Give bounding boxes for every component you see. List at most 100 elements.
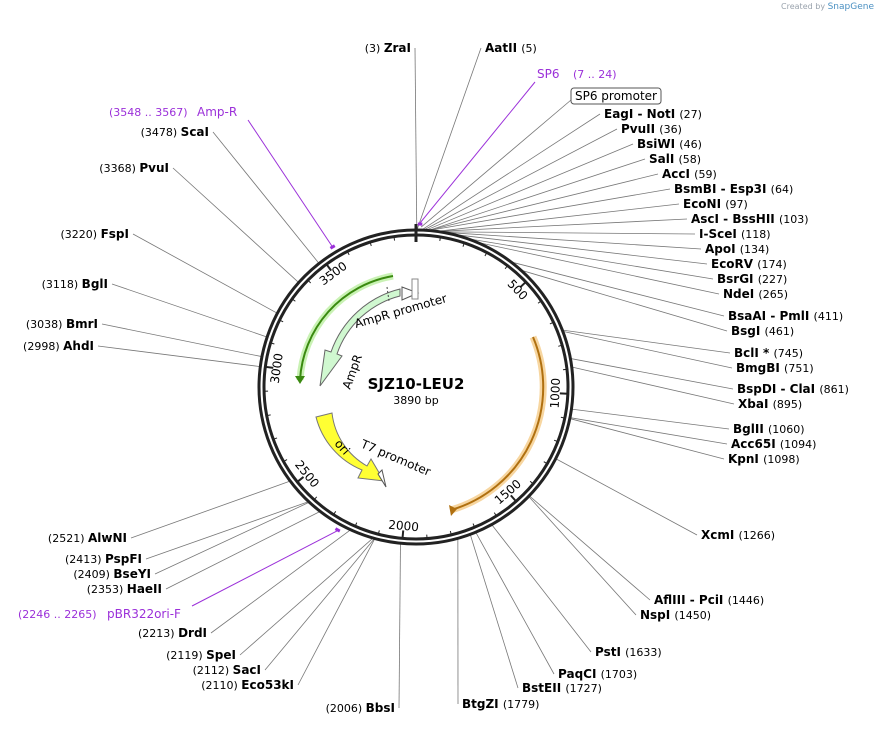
enzyme-label: NspI (1450) xyxy=(640,608,711,622)
leader-line xyxy=(440,203,680,232)
enzyme-pos: (3478) xyxy=(141,126,181,139)
enzyme-name: PspFI xyxy=(105,552,142,566)
leader-line xyxy=(210,530,350,634)
snapgene-credit: Created by SnapGene xyxy=(781,2,874,12)
enzyme-pos: (1094) xyxy=(780,438,817,451)
enzyme-label: EagI - NotI (27) xyxy=(604,107,702,121)
tick-mark xyxy=(307,279,312,284)
leader-line xyxy=(416,47,482,230)
tick-mark xyxy=(346,251,350,256)
enzyme-label: (2213) DrdI xyxy=(138,626,207,640)
enzyme-name: DrdI xyxy=(178,626,207,640)
enzyme-name: BbsI xyxy=(366,701,395,715)
enzyme-label: (2119) SpeI xyxy=(166,648,236,662)
enzyme-label: AatII (5) xyxy=(485,41,537,55)
enzyme-label: BsmBI - Esp3I (64) xyxy=(674,182,793,196)
tick-mark xyxy=(560,416,565,419)
enzyme-pos: (3220) xyxy=(61,228,101,241)
enzymes-left: (3) ZraI(3478) ScaI(3368) PvuI(3220) Fsp… xyxy=(23,41,411,715)
enzyme-pos: (227) xyxy=(758,273,788,286)
enzyme-label: (3118) BglI xyxy=(42,277,108,291)
enzyme-pos: (1779) xyxy=(503,698,540,711)
leader-line xyxy=(172,167,299,283)
primer-ampr-name: Amp-R xyxy=(197,105,237,119)
enzyme-pos: (461) xyxy=(765,325,795,338)
enzyme-label: (3368) PvuI xyxy=(99,161,169,175)
tick-mark xyxy=(279,319,284,323)
leader-line xyxy=(572,408,730,430)
enzyme-name: BspDI - ClaI xyxy=(737,382,819,396)
ori-feature xyxy=(315,412,385,482)
enzyme-name: EcoRV xyxy=(711,257,757,271)
enzyme-name: PvuI xyxy=(139,161,169,175)
enzyme-pos: (59) xyxy=(694,168,717,181)
leader-line xyxy=(556,458,698,536)
enzyme-name: SpeI xyxy=(206,648,236,662)
enzyme-label: EcoRV (174) xyxy=(711,257,787,271)
enzyme-pos: (1633) xyxy=(625,646,662,659)
enzyme-name: BclI * xyxy=(734,346,773,360)
enzyme-label: PvuII (36) xyxy=(621,122,682,136)
enzyme-label: (2409) BseYI xyxy=(73,567,151,581)
enzyme-label: XbaI (895) xyxy=(738,397,802,411)
enzyme-name: AscI - BssHII xyxy=(691,212,779,226)
enzyme-pos: (3) xyxy=(365,42,384,55)
leader-line xyxy=(111,283,267,338)
tick-mark xyxy=(529,480,534,485)
tick-mark xyxy=(549,321,554,325)
enzyme-name: AccI xyxy=(662,167,694,181)
enzyme-pos: (2353) xyxy=(87,583,127,596)
enzyme-name: BmrI xyxy=(66,317,98,331)
leader-lines xyxy=(97,47,735,709)
enzyme-pos: (1446) xyxy=(728,594,765,607)
tick-mark xyxy=(266,414,271,417)
sp6-promoter-box xyxy=(570,87,662,105)
leader-line xyxy=(212,131,319,263)
enzyme-label: ApoI (134) xyxy=(705,242,769,256)
tick-mark xyxy=(296,476,305,483)
leader-line xyxy=(472,239,714,280)
tick-mark xyxy=(558,344,563,347)
tick-mark xyxy=(313,496,318,501)
enzyme-label: Acc65I (1094) xyxy=(731,437,816,451)
enzyme-name: BseYI xyxy=(113,567,151,581)
enzyme-pos: (46) xyxy=(679,138,702,151)
primer-pbr-name: pBR322ori-F xyxy=(107,607,181,621)
tick-mark xyxy=(543,461,548,465)
tick-mark xyxy=(472,523,476,528)
enzyme-pos: (411) xyxy=(814,310,844,323)
leader-line xyxy=(528,496,637,616)
leader-line xyxy=(470,535,519,689)
enzyme-label: AscI - BssHII (103) xyxy=(691,212,809,226)
enzyme-label: PstI (1633) xyxy=(595,645,662,659)
enzyme-label: BsrGI (227) xyxy=(717,272,787,286)
tick-label: 2000 xyxy=(388,518,420,535)
leader-line xyxy=(432,188,671,231)
primer-sp6-name: SP6 xyxy=(537,67,560,81)
enzyme-pos: (118) xyxy=(741,228,771,241)
leader-line xyxy=(563,331,733,369)
enzyme-pos: (5) xyxy=(521,42,537,55)
enzyme-label: (2110) Eco53kI xyxy=(201,678,294,692)
enzyme-pos: (36) xyxy=(659,123,682,136)
tick-mark xyxy=(325,263,332,272)
tick-mark xyxy=(504,265,508,270)
enzyme-pos: (27) xyxy=(679,108,702,121)
leader-line xyxy=(427,143,634,230)
enzyme-name: KpnI xyxy=(728,452,763,466)
enzyme-name: XcmI xyxy=(701,528,739,542)
enzyme-name: BsrGI xyxy=(717,272,758,286)
tick-mark xyxy=(493,512,497,517)
enzyme-pos: (1450) xyxy=(674,609,711,622)
enzyme-pos: (134) xyxy=(740,243,770,256)
enzyme-label: (2521) AlwNI xyxy=(48,531,127,545)
orf-arrowhead xyxy=(449,505,457,516)
sp6-promoter-marker xyxy=(411,278,419,300)
enzyme-name: BmgBI xyxy=(736,361,784,375)
enzyme-label: (2353) HaeII xyxy=(87,582,162,596)
enzyme-pos: (174) xyxy=(757,258,787,271)
sp6-promoter-box-label: SP6 promoter xyxy=(575,89,657,103)
primer-pbr-line xyxy=(191,530,338,607)
enzyme-label: (3478) ScaI xyxy=(141,125,209,139)
enzyme-pos: (2213) xyxy=(138,627,178,640)
